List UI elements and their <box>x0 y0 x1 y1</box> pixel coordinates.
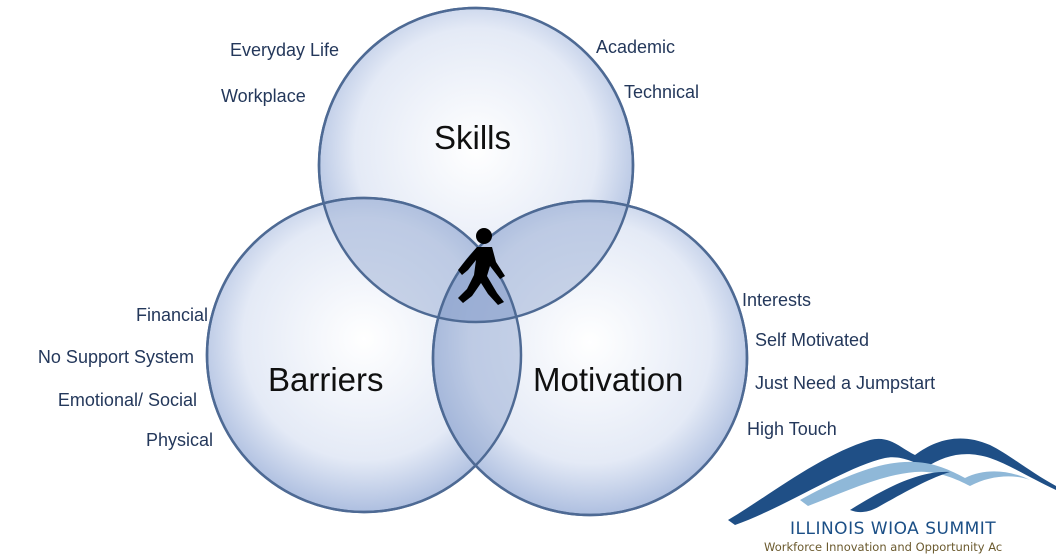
skills-label-workplace: Workplace <box>221 86 306 106</box>
mountain-swoosh-icon <box>728 438 1056 525</box>
skills-label-everyday-life: Everyday Life <box>230 40 340 60</box>
overlap-skills-barriers <box>319 198 521 322</box>
skills-title: Skills <box>434 119 512 156</box>
skills-label-academic: Academic <box>596 37 676 57</box>
barrier-label-financial: Financial <box>135 305 208 325</box>
motivation-label-just-need-a-jumpstart: Just Need a Jumpstart <box>755 373 936 393</box>
barrier-label-emotional-social: Emotional/ Social <box>57 390 197 410</box>
logo-subtitle: Workforce Innovation and Opportunity Ac <box>764 540 1003 554</box>
skills-label-technical: Technical <box>624 82 700 102</box>
motivation-label-self-motivated: Self Motivated <box>755 330 870 350</box>
barriers-title: Barriers <box>268 361 384 398</box>
logo-title: ILLINOIS WIOA SUMMIT <box>790 519 997 539</box>
walking-person-icon <box>458 228 505 305</box>
barrier-label-physical: Physical <box>145 430 213 450</box>
motivation-label-high-touch: High Touch <box>747 419 837 439</box>
motivation-title: Motivation <box>533 361 684 398</box>
barrier-label-no-support-system: No Support System <box>37 347 194 367</box>
motivation-label-interests: Interests <box>742 290 812 310</box>
overlap-skills-motivation <box>433 201 633 322</box>
